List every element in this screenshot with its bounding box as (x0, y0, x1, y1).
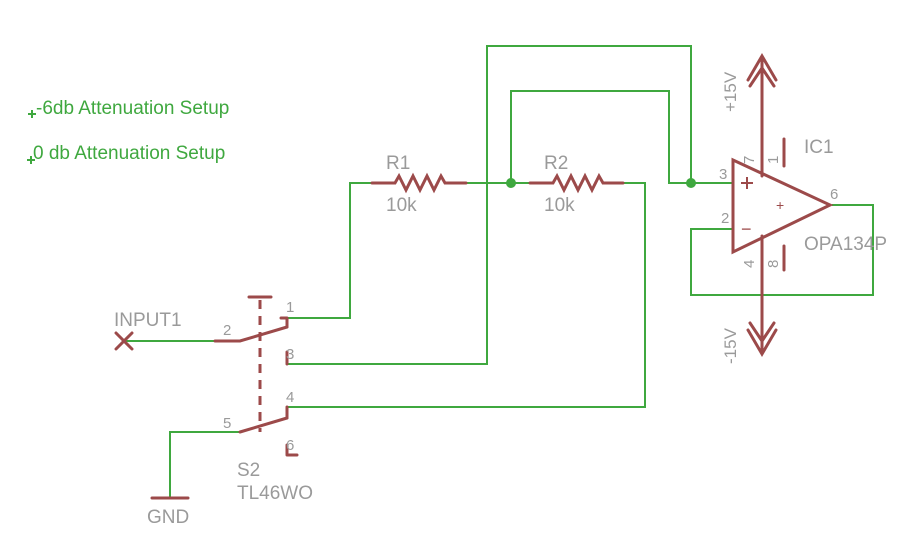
opamp-ic1-pin1: 1 (765, 156, 782, 164)
supply-neg15v[interactable]: -15V (721, 268, 778, 364)
switch-s2-contact6 (285, 443, 299, 457)
opamp-ic1-output-symbol: + (776, 197, 784, 213)
ground-label: GND (147, 507, 189, 528)
switch-s2-pin5: 5 (223, 415, 231, 432)
opamp-ic1-pin6: 6 (830, 186, 838, 203)
resistor-r2-name: R2 (544, 153, 568, 174)
wire-s2p3-loop (287, 45, 692, 365)
opamp-ic1[interactable]: − + 3 2 6 7 1 4 8 IC1 OPA134P (719, 137, 887, 272)
wire-feedback (690, 204, 874, 296)
input1-x-marker (114, 331, 134, 351)
opamp-ic1-value: OPA134P (804, 234, 887, 255)
supply-neg15v-arrow (746, 268, 778, 357)
note-0db: 0 db Attenuation Setup (27, 143, 225, 164)
resistor-r2[interactable]: R2 10k (528, 153, 625, 216)
opamp-ic1-triangle (731, 157, 834, 255)
wire-s2p1-r1 (287, 182, 372, 319)
note-origin-cross (28, 110, 36, 118)
opamp-ic1-pin3: 3 (719, 166, 727, 183)
supply-pos15v[interactable]: +15V (721, 53, 778, 141)
wires (124, 45, 874, 498)
input1-label: INPUT1 (114, 310, 182, 331)
switch-s2-pin4: 4 (286, 389, 294, 406)
connector-input1[interactable]: INPUT1 (114, 310, 182, 351)
note-origin-cross (27, 156, 35, 164)
opamp-ic1-minus-symbol: − (741, 219, 752, 239)
opamp-ic1-plus-symbol (741, 177, 753, 189)
opamp-ic1-pin-leads (760, 137, 786, 272)
supply-pos15v-label: +15V (721, 71, 740, 112)
switch-s2-pole1-common (213, 325, 289, 343)
switch-s2[interactable]: 1 2 3 4 5 6 S2 TL46WO (213, 295, 313, 504)
ground-symbol[interactable]: GND (147, 496, 190, 528)
switch-s2-value: TL46WO (237, 483, 313, 504)
resistor-r2-body (528, 172, 625, 194)
resistor-r1-name: R1 (386, 153, 410, 174)
switch-s2-pin2: 2 (223, 322, 231, 339)
opamp-ic1-pin2: 2 (721, 210, 729, 227)
note-minus6db: -6db Attenuation Setup (28, 98, 229, 119)
supply-pos15v-arrow (746, 53, 778, 141)
switch-s2-pin1: 1 (286, 299, 294, 316)
switch-s2-pin6: 6 (286, 437, 294, 454)
resistor-r1-body (370, 172, 468, 194)
opamp-ic1-pin4: 4 (741, 260, 758, 268)
junction-dot (506, 178, 516, 188)
supply-neg15v-label: -15V (721, 327, 740, 364)
opamp-ic1-pin8: 8 (765, 260, 782, 268)
note-minus6db-text: -6db Attenuation Setup (36, 98, 229, 119)
wire-r2-to-s2p4 (287, 182, 646, 408)
resistor-r1-value: 10k (386, 195, 417, 216)
resistor-r2-value: 10k (544, 195, 575, 216)
wire-gnd (169, 431, 240, 498)
switch-s2-pin3: 3 (286, 346, 294, 363)
opamp-ic1-name: IC1 (804, 137, 834, 158)
switch-s2-contact1 (279, 316, 289, 329)
opamp-ic1-pin7: 7 (741, 156, 758, 164)
switch-s2-pole2-common (238, 416, 289, 434)
junction-dot (686, 178, 696, 188)
switch-s2-name: S2 (237, 460, 260, 481)
note-0db-text: 0 db Attenuation Setup (33, 143, 225, 164)
resistor-r1[interactable]: R1 10k (370, 153, 468, 216)
